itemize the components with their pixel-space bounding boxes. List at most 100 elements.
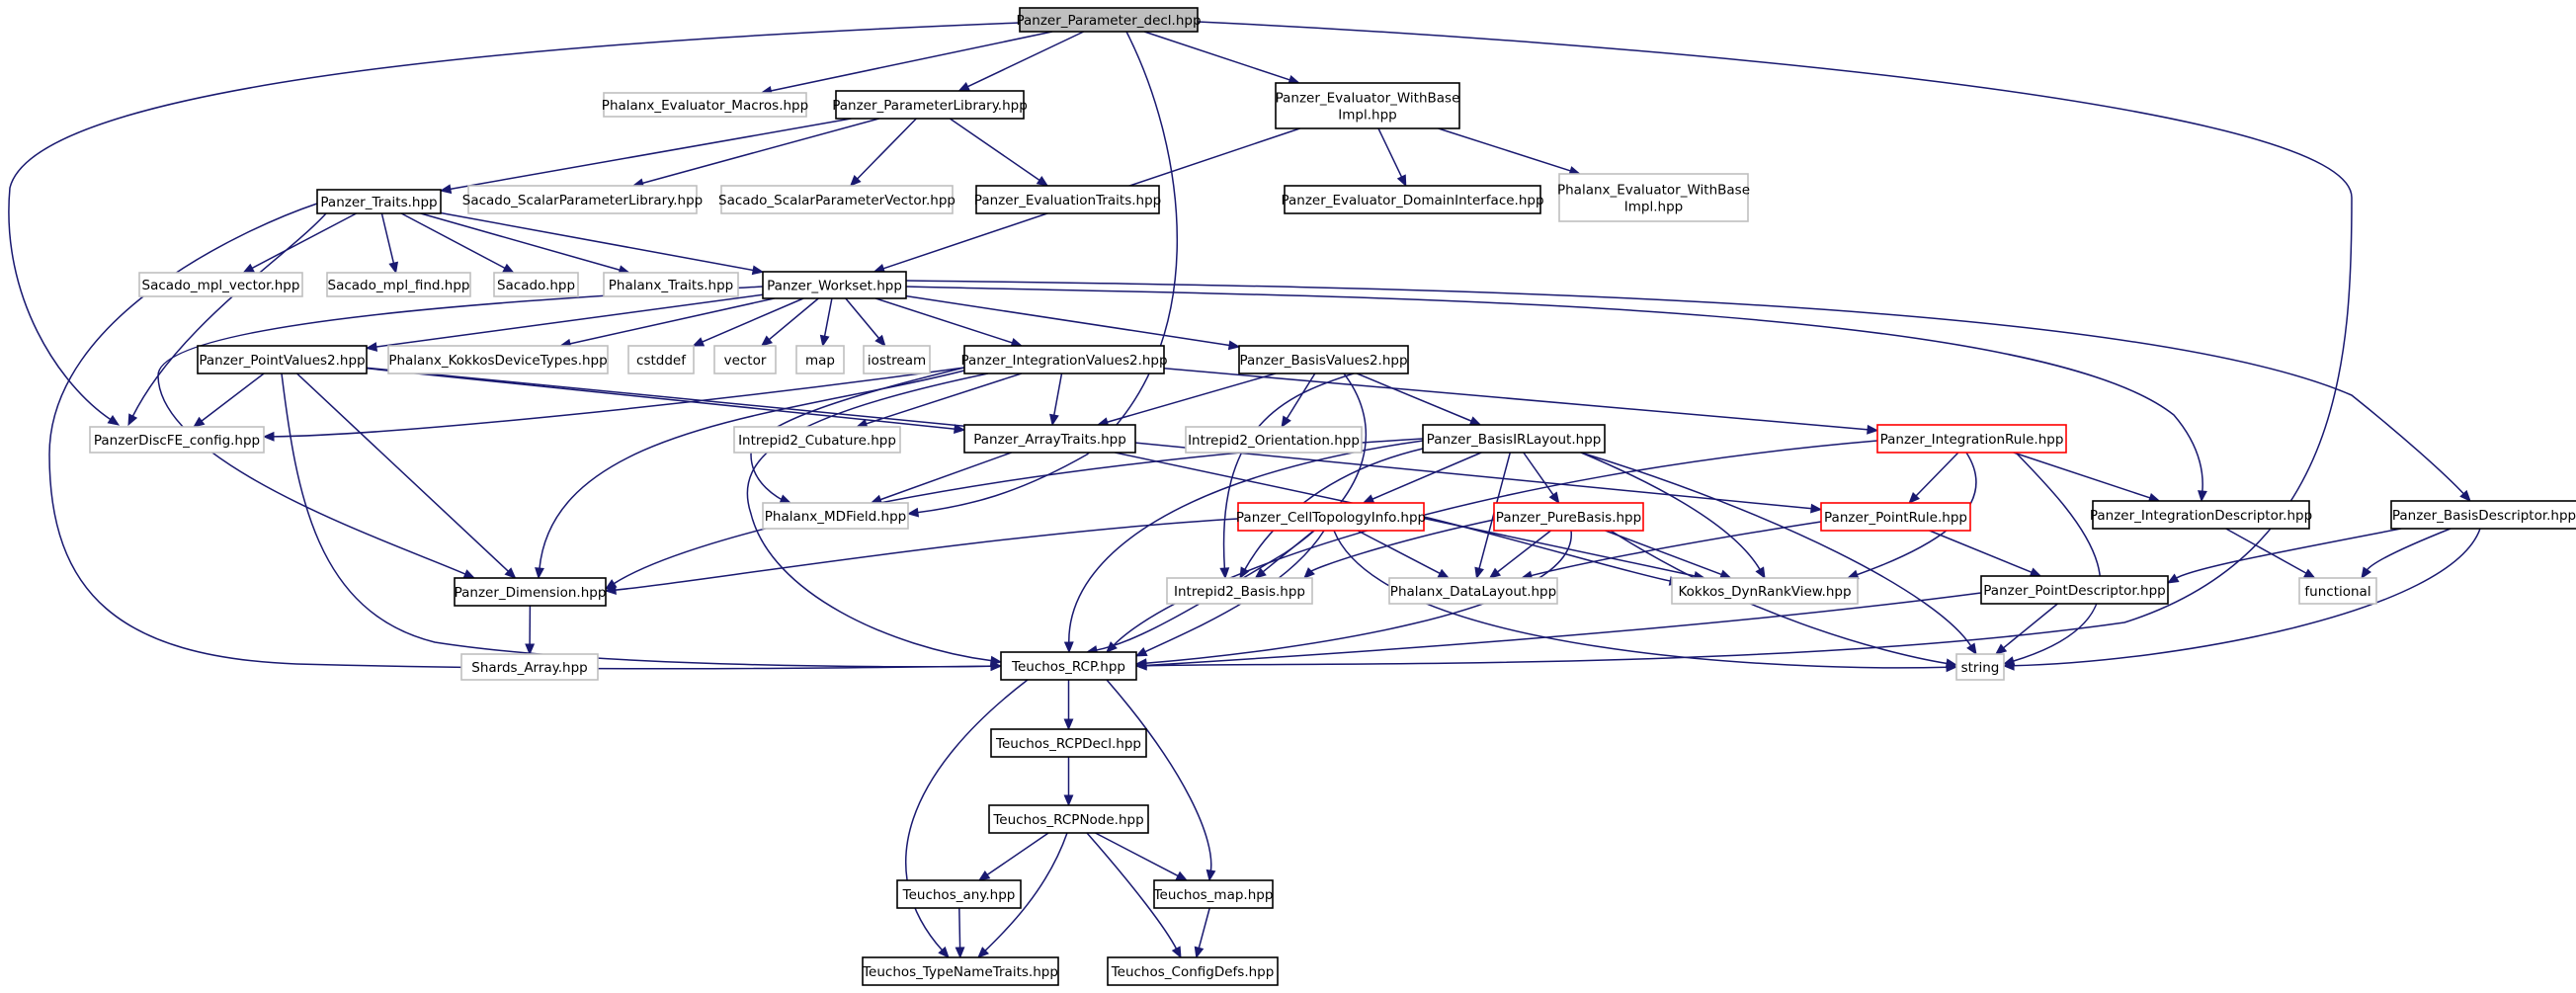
node-box xyxy=(460,653,599,681)
node-evalDomain[interactable]: Panzer_Evaluator_DomainInterface.hpp xyxy=(1281,185,1544,214)
node-vector[interactable]: vector xyxy=(713,345,777,374)
edge-workset-to-basisDesc xyxy=(905,280,2471,502)
node-configDefs[interactable]: Teuchos_ConfigDefs.hpp xyxy=(1107,956,1279,986)
node-workset[interactable]: Panzer_Workset.hpp xyxy=(762,271,907,299)
edge-arrowhead xyxy=(1867,424,1879,435)
node-string[interactable]: string xyxy=(1955,653,2005,681)
node-functional[interactable]: functional xyxy=(2298,577,2377,605)
node-basisIR[interactable]: Panzer_BasisIRLayout.hpp xyxy=(1422,424,1606,454)
node-paramLib[interactable]: Panzer_ParameterLibrary.hpp xyxy=(832,90,1028,120)
node-pureBasis[interactable]: Panzer_PureBasis.hpp xyxy=(1493,502,1644,532)
edge-traits-to-workset xyxy=(440,211,765,276)
node-label: Sacado.hpp xyxy=(497,278,575,293)
node-discFE[interactable]: PanzerDiscFE_config.hpp xyxy=(89,426,265,454)
node-kokkosDev[interactable]: Phalanx_KokkosDeviceTypes.hpp xyxy=(387,345,609,374)
node-traits[interactable]: Panzer_Traits.hpp xyxy=(316,189,442,214)
edge-arrowhead xyxy=(1175,870,1189,881)
node-phxTraits[interactable]: Phalanx_Traits.hpp xyxy=(603,272,739,297)
edge-line xyxy=(823,297,833,338)
edge-basisDesc-to-pointDesc xyxy=(2166,528,2402,584)
edge-arrowhead xyxy=(193,416,206,428)
node-cubature[interactable]: Intrepid2_Cubature.hpp xyxy=(733,426,901,454)
node-label: Sacado_ScalarParameterVector.hpp xyxy=(718,193,956,208)
node-map[interactable]: map xyxy=(795,345,845,374)
edge-paramLib-to-sacadoSPV xyxy=(849,118,917,187)
node-any[interactable]: Teuchos_any.hpp xyxy=(896,879,1022,909)
node-rcp[interactable]: Teuchos_RCP.hpp xyxy=(1000,651,1137,681)
edge-line xyxy=(1356,372,1473,423)
node-tmap[interactable]: Teuchos_map.hpp xyxy=(1153,879,1274,909)
node-pointRule[interactable]: Panzer_PointRule.hpp xyxy=(1820,502,1971,532)
node-sacadoSPV[interactable]: Sacado_ScalarParameterVector.hpp xyxy=(718,185,956,214)
node-arrayTraits[interactable]: Panzer_ArrayTraits.hpp xyxy=(963,424,1136,454)
edge-line xyxy=(958,907,961,950)
node-box xyxy=(1019,7,1199,33)
node-intDesc[interactable]: Panzer_IntegrationDescriptor.hpp xyxy=(2090,500,2312,530)
node-label: Panzer_PointValues2.hpp xyxy=(199,353,365,369)
node-cellTopo[interactable]: Panzer_CellTopologyInfo.hpp xyxy=(1236,502,1426,532)
edge-line xyxy=(1580,452,1972,647)
edge-workset-to-map xyxy=(819,297,833,348)
node-pointDesc[interactable]: Panzer_PointDescriptor.hpp xyxy=(1980,575,2169,605)
node-typeName[interactable]: Teuchos_TypeNameTraits.hpp xyxy=(862,956,1059,986)
node-dataLayout[interactable]: Phalanx_DataLayout.hpp xyxy=(1388,577,1558,605)
node-box xyxy=(138,272,303,297)
edge-rcpNode-to-any xyxy=(977,832,1049,881)
node-pointValues[interactable]: Panzer_PointValues2.hpp xyxy=(197,345,368,374)
edge-arrowhead xyxy=(1036,175,1049,187)
edge-line xyxy=(1143,31,1291,81)
node-mplVector[interactable]: Sacado_mpl_vector.hpp xyxy=(138,272,303,297)
edge-workset-to-cstddef xyxy=(692,297,804,347)
edge-evalWithBase-to-phxEvalWithBase xyxy=(1438,127,1582,176)
edge-arrowhead xyxy=(2361,566,2371,580)
node-root[interactable]: Panzer_Parameter_decl.hpp xyxy=(1016,7,1202,33)
node-label: Phalanx_KokkosDeviceTypes.hpp xyxy=(388,353,607,369)
edge-intRule-to-intDesc xyxy=(2013,452,2161,503)
node-orientation[interactable]: Intrepid2_Orientation.hpp xyxy=(1185,426,1363,454)
node-box xyxy=(733,426,901,454)
node-basisValues[interactable]: Panzer_BasisValues2.hpp xyxy=(1238,345,1409,374)
node-intValues[interactable]: Panzer_IntegrationValues2.hpp xyxy=(960,345,1168,374)
node-shards[interactable]: Shards_Array.hpp xyxy=(460,653,599,681)
edge-line xyxy=(449,118,852,191)
edge-line xyxy=(295,372,510,573)
node-box xyxy=(835,90,1025,120)
edge-intRule-to-string xyxy=(2002,452,2102,666)
node-box xyxy=(862,956,1059,986)
node-label: Panzer_BasisValues2.hpp xyxy=(1239,353,1407,369)
edge-rcp-to-tmap xyxy=(1106,679,1216,882)
node-evalTraits[interactable]: Panzer_EvaluationTraits.hpp xyxy=(974,185,1161,214)
node-rcpNode[interactable]: Teuchos_RCPNode.hpp xyxy=(988,804,1149,834)
node-dimension[interactable]: Panzer_Dimension.hpp xyxy=(454,577,607,607)
edge-arrowhead xyxy=(1205,869,1216,882)
edge-arrowhead xyxy=(1437,568,1451,579)
edge-pointRule-to-pointDesc xyxy=(1929,530,2042,577)
node-sacado[interactable]: Sacado.hpp xyxy=(493,272,579,297)
node-box xyxy=(1275,82,1460,129)
node-cstddef[interactable]: cstddef xyxy=(627,345,695,374)
edge-line xyxy=(48,203,993,670)
edge-traits-to-discFE xyxy=(127,212,327,427)
node-intrepidBasis[interactable]: Intrepid2_Basis.hpp xyxy=(1166,577,1313,605)
node-mdField[interactable]: Phalanx_MDField.hpp xyxy=(762,502,909,530)
node-box xyxy=(1237,502,1425,532)
node-basisDesc[interactable]: Panzer_BasisDescriptor.hpp xyxy=(2390,500,2576,530)
node-rcpDecl[interactable]: Teuchos_RCPDecl.hpp xyxy=(990,728,1147,758)
node-dynRank[interactable]: Kokkos_DynRankView.hpp xyxy=(1671,577,1859,605)
edge-workset-to-intValues xyxy=(874,297,1024,348)
edge-line xyxy=(905,294,1231,347)
edge-line xyxy=(904,679,1029,952)
node-sacadoSPL[interactable]: Sacado_ScalarParameterLibrary.hpp xyxy=(462,185,703,214)
node-mplFind[interactable]: Sacado_mpl_find.hpp xyxy=(326,272,471,297)
edge-line xyxy=(2012,528,2481,667)
edge-line xyxy=(539,370,965,570)
node-iostream[interactable]: iostream xyxy=(863,345,931,374)
edge-line xyxy=(1144,21,2353,667)
node-label: Teuchos_ConfigDefs.hpp xyxy=(1111,964,1275,980)
edge-workset-to-intDesc xyxy=(905,286,2207,503)
node-intRule[interactable]: Panzer_IntegrationRule.hpp xyxy=(1876,424,2067,454)
node-phxMacros[interactable]: Phalanx_Evaluator_Macros.hpp xyxy=(602,92,808,118)
node-box xyxy=(1388,577,1558,605)
